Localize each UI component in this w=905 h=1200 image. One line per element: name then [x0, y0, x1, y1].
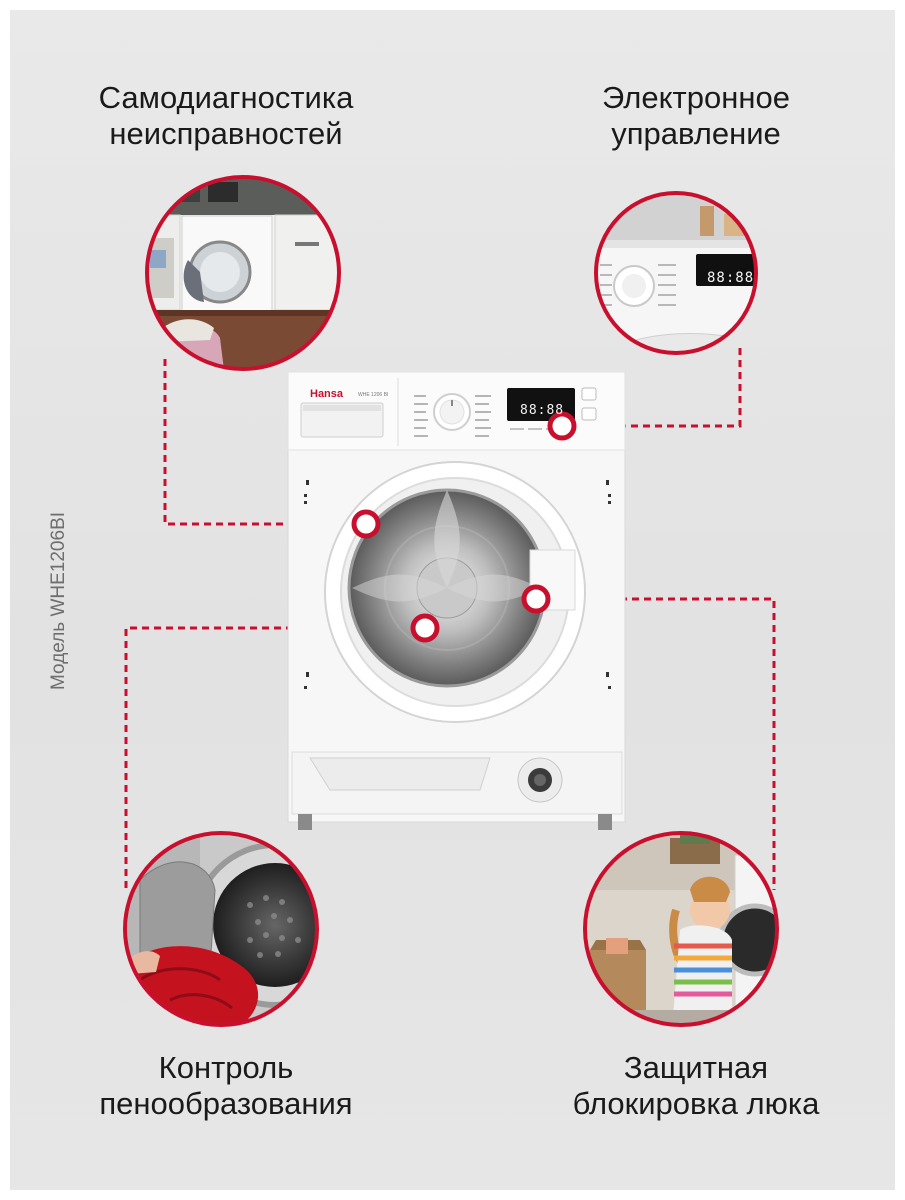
feature-title-self-diagnosis: Самодиагностика неисправностей: [46, 80, 406, 152]
feature-title-line: управление: [611, 116, 781, 151]
hotspot-electronic-control: [547, 411, 577, 441]
feature-title-line: Самодиагностика: [98, 80, 354, 115]
connector-foam-control: [124, 626, 413, 890]
zoomed-panel-display: 88:88: [707, 270, 755, 286]
feature-title-line: пенообразования: [99, 1086, 353, 1121]
washer-in-kitchen-photo: [147, 177, 339, 369]
feature-card: Hansa WHE 1206 BI 88:88 88:88 Самодиагно…: [10, 10, 895, 1190]
connector-electronic-control: [575, 348, 742, 428]
hotspot-self-diagnosis: [351, 509, 381, 539]
feature-title-electronic-control: Электронное управление: [516, 80, 876, 152]
feature-title-line: неисправностей: [109, 116, 343, 151]
hotspot-door-lock: [521, 584, 551, 614]
feature-title-door-lock: Защитная блокировка люка: [516, 1050, 876, 1122]
feature-title-line: Контроль: [158, 1050, 294, 1085]
panel-model-label: WHE 1206 BI: [358, 392, 389, 398]
feature-title-line: блокировка люка: [572, 1086, 820, 1121]
child-lock-photo: [585, 833, 777, 1025]
brand-logo-text: Hansa: [310, 388, 344, 400]
hotspot-markers: [351, 411, 577, 643]
panel-display: 88:88: [520, 403, 565, 418]
washing-machine: [287, 371, 626, 830]
feature-title-foam-control: Контроль пенообразования: [46, 1050, 406, 1122]
product-illustration: [123, 175, 779, 1027]
feature-title-line: Защитная: [623, 1050, 769, 1085]
hotspot-foam-control: [410, 613, 440, 643]
model-caption: Модель WHE1206BI: [48, 511, 69, 690]
feature-title-line: Электронное: [602, 80, 790, 115]
